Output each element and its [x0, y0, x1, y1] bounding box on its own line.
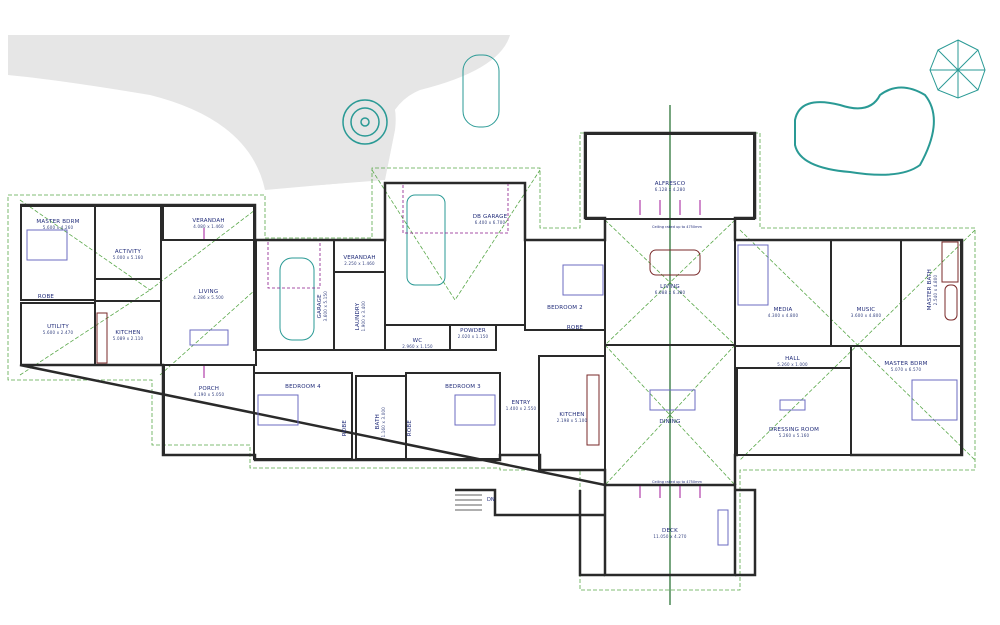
- furniture: [26, 229, 958, 546]
- car-driveway: [462, 54, 500, 128]
- pool: [794, 86, 935, 176]
- stairs-down-label: DN: [487, 497, 495, 503]
- driveway: [8, 35, 510, 190]
- fixtures: [96, 241, 959, 446]
- door-arrows: [203, 200, 701, 498]
- label-robe-2: ROBE: [566, 325, 584, 331]
- ceiling-note-top: Ceiling raked up to 4750mm: [652, 225, 702, 229]
- ceiling-note-bottom: Ceiling raked up to 4750mm: [652, 480, 702, 484]
- room-bedroom-4: BEDROOM 4: [253, 372, 353, 460]
- room-dining: DINING: [604, 344, 736, 486]
- label-robe-west: ROBE: [37, 294, 55, 300]
- label-robe-4: ROBE: [342, 420, 348, 437]
- stairs: [455, 494, 482, 511]
- roundabout-feature: [342, 99, 388, 145]
- room-bedroom-3: BEDROOM 3: [405, 372, 501, 460]
- driveway-drop: [320, 80, 396, 185]
- cars: [279, 194, 446, 341]
- gazebo: [929, 39, 986, 99]
